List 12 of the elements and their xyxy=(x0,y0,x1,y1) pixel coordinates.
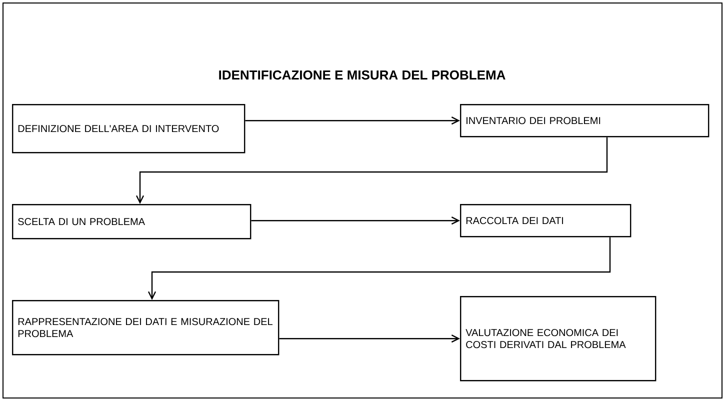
process-box: SCELTA DI UN PROBLEMA xyxy=(12,204,252,240)
arrow xyxy=(136,137,608,204)
arrow xyxy=(148,237,611,300)
process-box: DEFINIZIONE DELL'AREA DI INTERVENTO xyxy=(12,104,246,154)
process-box: VALUTAZIONE ECONOMICA DEI COSTI DERIVATI DAL PROBLEMA xyxy=(460,296,656,382)
process-box: RAPPRESENTAZIONE DEI DATI E MISURAZIONE DEL PROBLEMA xyxy=(12,300,280,356)
title: IDENTIFICAZIONE E MISURA DEL PROBLEMA xyxy=(219,70,506,80)
arrow xyxy=(279,334,460,343)
process-box: INVENTARIO DEI PROBLEMI xyxy=(460,104,710,138)
process-box: RACCOLTA DEI DATI xyxy=(460,204,632,238)
arrow xyxy=(245,116,460,125)
arrow xyxy=(251,216,460,225)
